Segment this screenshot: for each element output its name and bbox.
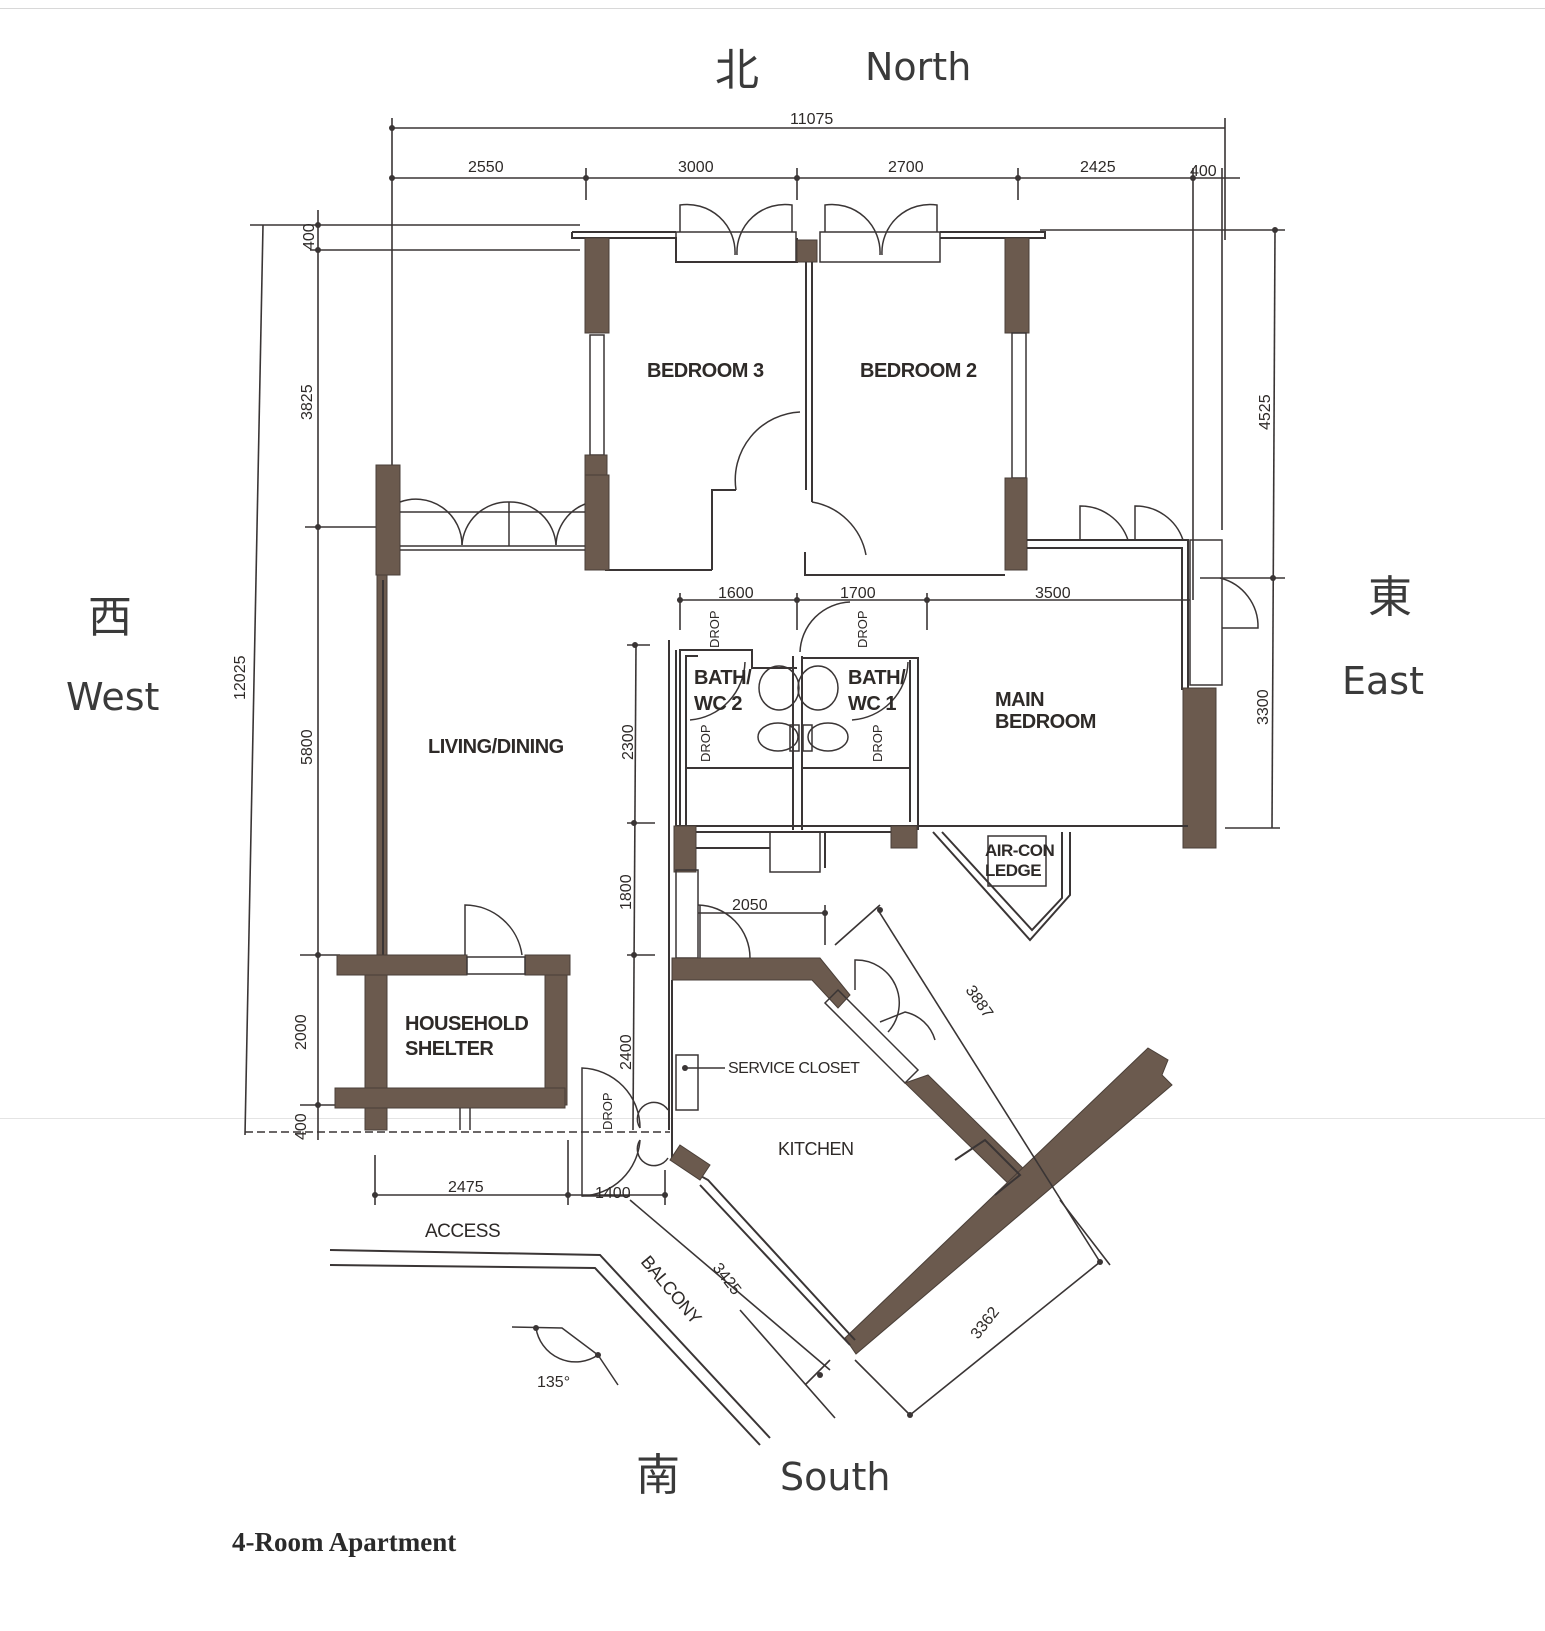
room-label-shelter: SHELTER bbox=[405, 1038, 494, 1060]
kitchen-walls bbox=[669, 957, 1173, 1355]
room-label-bath1: BATH/ bbox=[848, 667, 906, 689]
dim-segment: 2425 bbox=[1080, 159, 1116, 176]
dim-segment: 4525 bbox=[1257, 394, 1274, 430]
room-label-service-closet: SERVICE CLOSET bbox=[728, 1060, 860, 1077]
drop-label: DROP bbox=[855, 610, 870, 648]
dim-segment: 2700 bbox=[888, 159, 924, 176]
south-cn-label: 南 bbox=[636, 1450, 680, 1501]
south-service-walls bbox=[673, 825, 1188, 942]
dim-entry-width: 1400 bbox=[595, 1185, 631, 1202]
compass-south: 南 South bbox=[636, 1450, 890, 1501]
dim-segment: 1600 bbox=[718, 585, 754, 602]
plan-title: 4-Room Apartment bbox=[232, 1527, 457, 1557]
right-dimensions: 4525 3300 bbox=[1040, 227, 1285, 829]
drop-label: DROP bbox=[870, 724, 885, 762]
wall-segment bbox=[1004, 477, 1028, 571]
main-entrance bbox=[245, 1067, 670, 1197]
dim-segment: 3000 bbox=[678, 159, 714, 176]
room-label-bath1: WC 1 bbox=[848, 693, 896, 715]
dim-segment: 3825 bbox=[299, 384, 316, 420]
north-cn-label: 北 bbox=[715, 45, 759, 96]
room-label-aircon: LEDGE bbox=[985, 861, 1041, 880]
room-label-kitchen: KITCHEN bbox=[778, 1139, 854, 1159]
room-label-bath2: WC 2 bbox=[694, 693, 742, 715]
dim-overall-height: 12025 bbox=[232, 655, 249, 700]
dim-segment: 1800 bbox=[618, 874, 635, 910]
dim-segment: 400 bbox=[301, 223, 318, 250]
dim-segment: 400 bbox=[1190, 163, 1217, 180]
scan-artifact-line bbox=[0, 1118, 1545, 1119]
south-en-label: South bbox=[780, 1455, 890, 1499]
dim-segment: 5800 bbox=[299, 729, 316, 765]
drop-label: DROP bbox=[600, 1092, 615, 1130]
dim-kitchen-diagonal: 3887 bbox=[962, 983, 996, 1022]
bathrooms-block: 1600 1700 3500 bbox=[677, 585, 1190, 830]
room-label-main-bedroom: BEDROOM bbox=[995, 711, 1096, 733]
dim-segment: 3300 bbox=[1255, 689, 1272, 725]
angle-symbol: 135° bbox=[511, 1325, 619, 1391]
room-label-main-bedroom: MAIN bbox=[995, 689, 1044, 711]
dim-segment: 2000 bbox=[293, 1014, 310, 1050]
drop-label: DROP bbox=[707, 610, 722, 648]
bedroom2-door-swing bbox=[811, 501, 867, 556]
bedroom3-door-swing bbox=[734, 411, 801, 491]
dim-access-width: 2475 bbox=[448, 1179, 484, 1196]
wall-segment bbox=[1182, 687, 1217, 849]
utility-cabinet bbox=[675, 869, 699, 959]
compass-west: 西 West bbox=[66, 592, 159, 719]
dim-segment: 400 bbox=[293, 1113, 310, 1140]
room-label-shelter: HOUSEHOLD bbox=[405, 1013, 528, 1035]
household-shelter bbox=[334, 904, 571, 1131]
label-access: ACCESS bbox=[425, 1221, 500, 1242]
room-label-bath2: BATH/ bbox=[694, 667, 752, 689]
left-dimensions: 12025 400 3825 5800 2000 400 bbox=[232, 210, 580, 1140]
west-cn-label: 西 bbox=[88, 592, 132, 643]
west-en-label: West bbox=[66, 675, 159, 719]
access-corridor bbox=[329, 1199, 836, 1446]
corridor-door-swing bbox=[697, 904, 751, 959]
service-closet-box bbox=[675, 1054, 699, 1111]
room-label-living-dining: LIVING/DINING bbox=[428, 736, 564, 758]
dim-kitchen-width: 2050 bbox=[732, 897, 768, 914]
dim-segment: 3500 bbox=[1035, 585, 1071, 602]
compass-north: 北 North bbox=[715, 45, 971, 96]
north-en-label: North bbox=[865, 45, 971, 89]
north-facade bbox=[571, 203, 1046, 263]
access-dimensions: 2475 1400 bbox=[372, 1140, 668, 1205]
room-label-aircon: AIR-CON bbox=[985, 841, 1054, 860]
dim-overall-width: 11075 bbox=[790, 111, 833, 128]
wall-segment bbox=[1004, 237, 1030, 334]
label-balcony: BALCONY bbox=[637, 1252, 706, 1328]
room-label-bedroom2: BEDROOM 2 bbox=[860, 360, 977, 382]
living-balcony-doors bbox=[375, 464, 610, 576]
drop-label: DROP bbox=[698, 724, 713, 762]
dim-segment: 2300 bbox=[620, 724, 637, 760]
inner-vertical-dimensions: 2300 1800 2400 bbox=[618, 642, 655, 1131]
window bbox=[1011, 332, 1027, 479]
compass-east: 東 East bbox=[1342, 572, 1424, 703]
wall-segment bbox=[584, 237, 610, 334]
top-dimensions: 11075 2550 3000 2700 2425 400 bbox=[389, 111, 1240, 600]
angle-label: 135° bbox=[537, 1374, 570, 1391]
east-cn-label: 東 bbox=[1368, 572, 1412, 623]
window bbox=[589, 334, 605, 456]
dim-segment: 2550 bbox=[468, 159, 504, 176]
east-en-label: East bbox=[1342, 659, 1424, 703]
room-label-bedroom3: BEDROOM 3 bbox=[647, 360, 764, 382]
dim-balcony-width: 3362 bbox=[968, 1304, 1003, 1343]
dim-segment: 2400 bbox=[618, 1034, 635, 1070]
dim-segment: 1700 bbox=[840, 585, 876, 602]
scan-artifact-line bbox=[0, 8, 1545, 9]
